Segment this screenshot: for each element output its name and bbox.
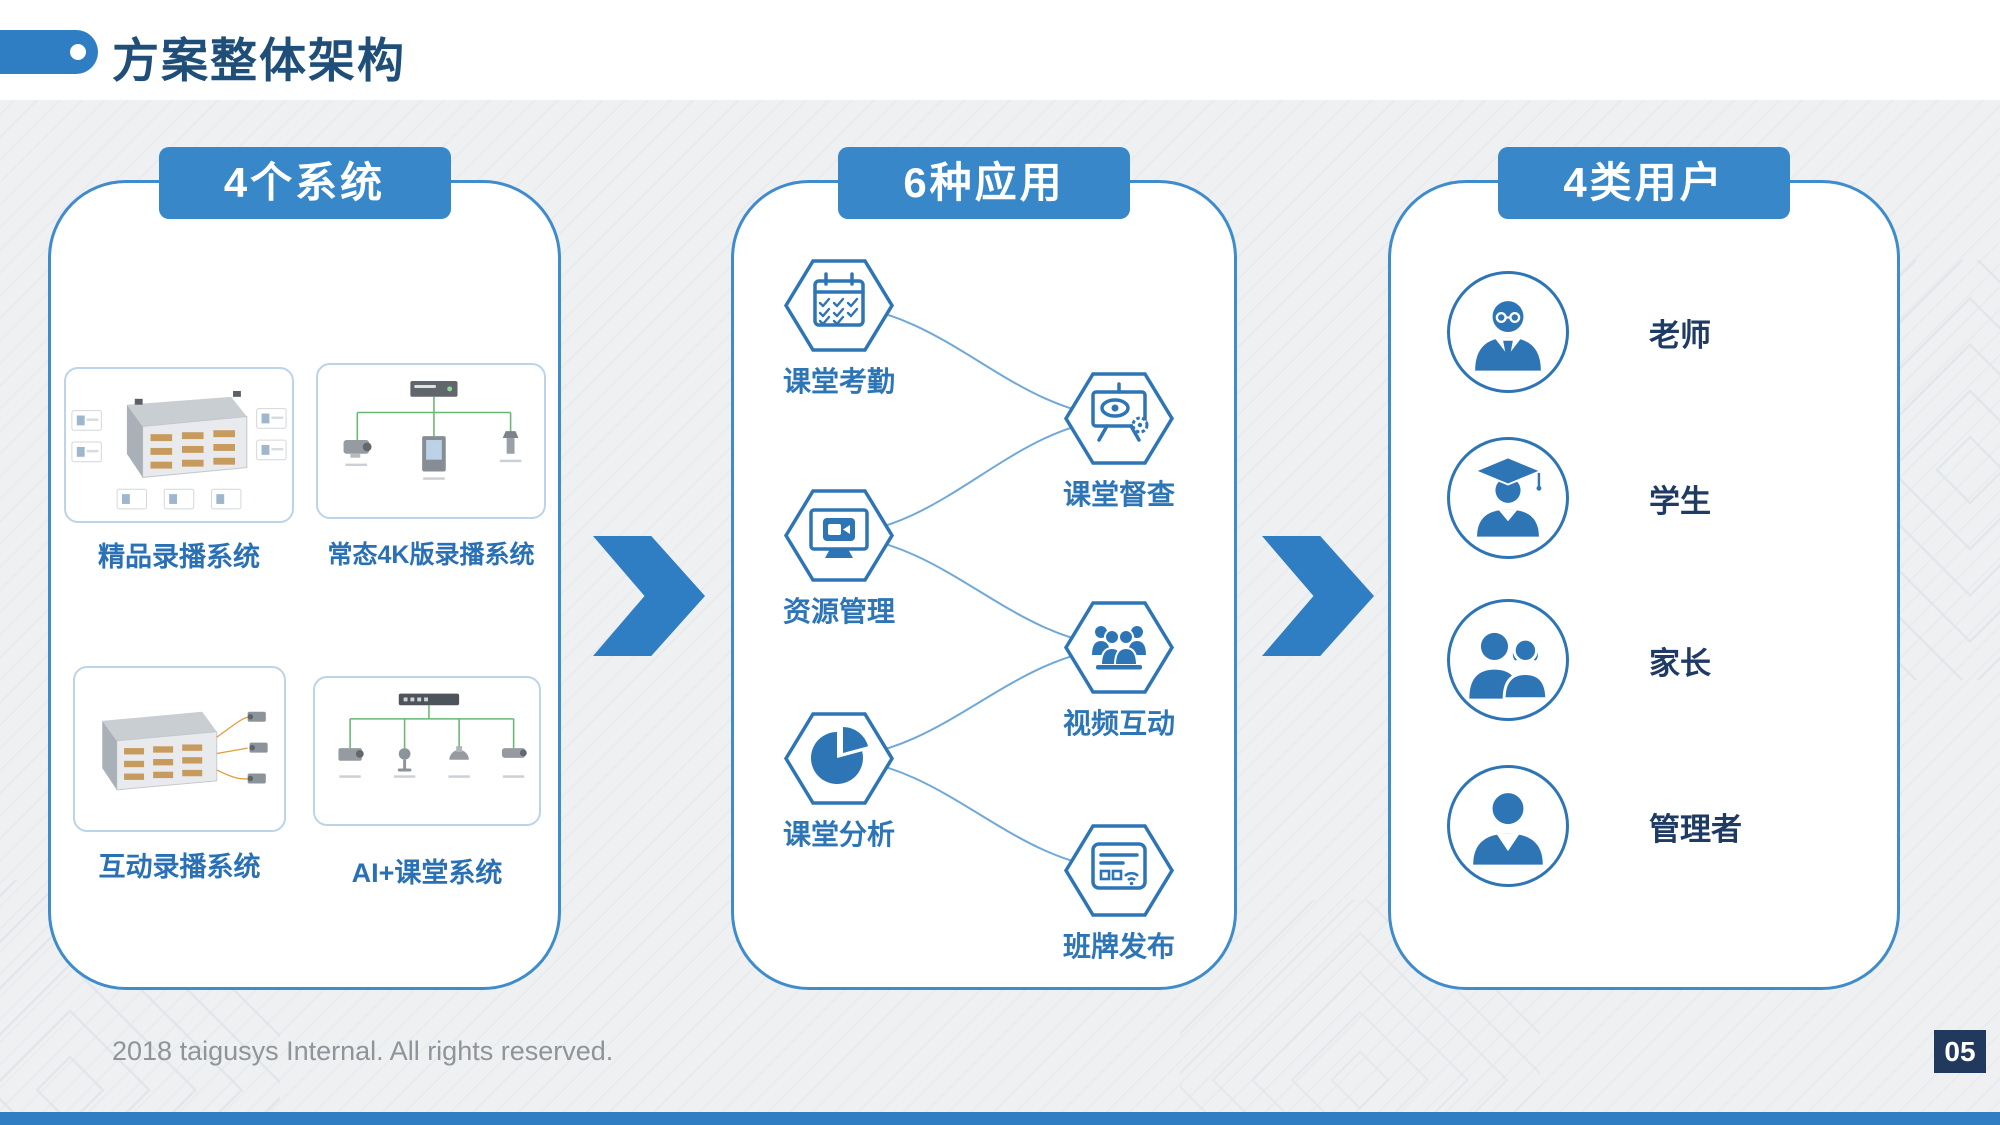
people-group-icon	[1063, 601, 1175, 694]
systems-panel: 4个系统	[48, 147, 561, 990]
monitor-video-icon	[783, 489, 895, 582]
system-item-label: 互动录播系统	[98, 852, 261, 882]
user-item-parents: 家长	[1447, 599, 1711, 721]
class-board-wifi-icon	[1063, 824, 1175, 917]
app-item-label: 视频互动	[1062, 708, 1175, 739]
flow-arrow-icon	[1262, 536, 1374, 656]
systems-panel-title: 4个系统	[158, 147, 451, 219]
parents-icon	[1447, 599, 1569, 721]
classroom-premium-illustration	[64, 367, 294, 523]
users-panel-title: 4类用户	[1498, 147, 1790, 219]
user-item-label: 学生	[1649, 483, 1711, 519]
app-item-analysis: 课堂分析	[759, 710, 919, 853]
presentation-eye-gear-icon	[1063, 372, 1175, 465]
user-item-label: 管理者	[1649, 811, 1742, 847]
app-item-label: 课堂考勤	[782, 366, 895, 397]
app-item-video-interaction: 视频互动	[1039, 599, 1199, 742]
user-item-manager: 管理者	[1447, 765, 1742, 887]
app-item-class-board: 班牌发布	[1039, 822, 1199, 965]
users-panel: 4类用户 老师	[1388, 147, 1900, 990]
applications-panel-title: 6种应用	[838, 147, 1130, 219]
classroom-interactive-illustration	[73, 666, 286, 832]
user-item-label: 老师	[1649, 317, 1711, 353]
title-dot-icon	[70, 44, 86, 60]
app-item-label: 课堂督查	[1062, 479, 1175, 510]
page-title: 方案整体架构	[112, 34, 406, 87]
bottom-accent-bar	[0, 1112, 2000, 1125]
user-item-teacher: 老师	[1447, 271, 1711, 393]
page-number: 05	[1934, 1030, 1986, 1073]
app-item-label: 资源管理	[782, 596, 895, 627]
student-icon	[1447, 437, 1569, 559]
system-item-label: 常态4K版录播系统	[327, 541, 535, 569]
system-item-label: AI+课堂系统	[351, 858, 503, 888]
app-item-attendance: 课堂考勤	[759, 257, 919, 400]
app-item-label: 课堂分析	[782, 819, 895, 850]
teacher-icon	[1447, 271, 1569, 393]
app-item-label: 班牌发布	[1062, 931, 1175, 962]
user-item-label: 家长	[1649, 645, 1711, 681]
applications-panel: 6种应用	[731, 147, 1237, 990]
flow-arrow-icon	[593, 536, 705, 656]
footer-copyright: 2018 taigusys Internal. All rights reser…	[112, 1036, 614, 1066]
calendar-check-icon	[783, 259, 895, 352]
system-item-label: 精品录播系统	[98, 542, 260, 572]
app-item-resources: 资源管理	[759, 487, 919, 630]
header-band	[0, 0, 2000, 100]
pie-chart-icon	[783, 712, 895, 805]
app-item-supervision: 课堂督查	[1039, 370, 1199, 513]
topology-ai-illustration	[313, 676, 541, 826]
topology-4k-illustration	[316, 363, 546, 519]
manager-icon	[1447, 765, 1569, 887]
title-tag-shape	[0, 30, 98, 74]
user-item-student: 学生	[1447, 437, 1711, 559]
